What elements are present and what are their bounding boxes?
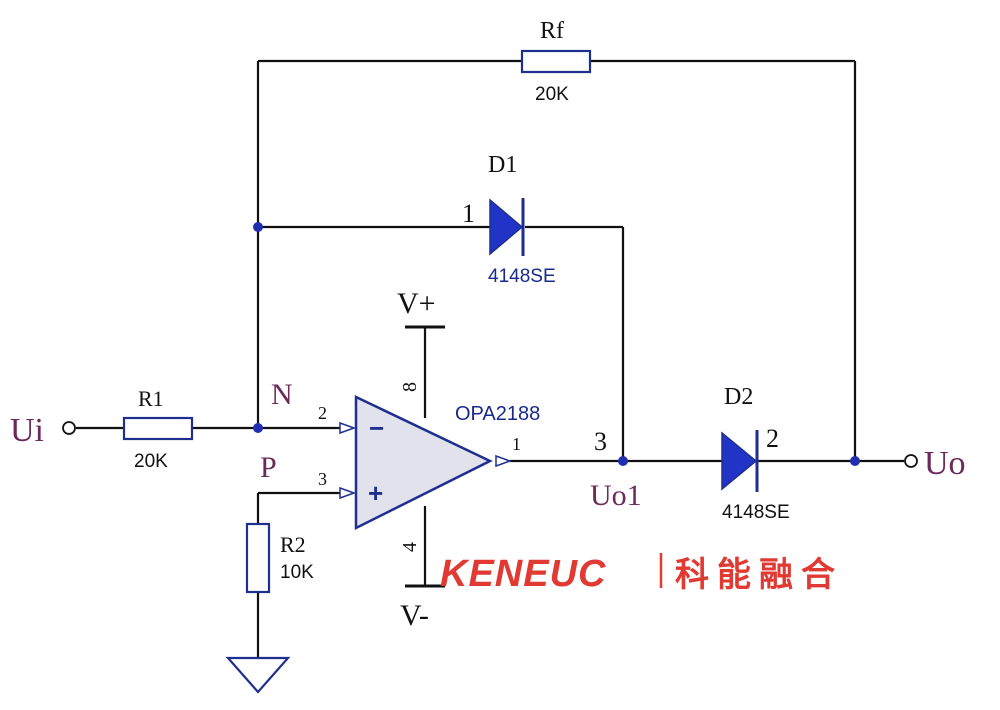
opamp-part-label: OPA2188 [455, 403, 540, 425]
r2-ref: R2 [280, 532, 306, 557]
opamp-pin-noninv: 3 [318, 469, 327, 489]
pin-arrows [339, 421, 513, 500]
junction-d1 [253, 222, 263, 232]
opamp-pin-vplus: 8 [399, 382, 421, 392]
r1-ref: R1 [138, 386, 164, 411]
d2-ref: D2 [724, 384, 753, 410]
brand-watermark: KENEUC 科能融合 [440, 553, 843, 595]
out-pin-arrow [495, 454, 513, 468]
resistor-r1: R1 20K [122, 386, 194, 472]
port-uo: Uo [904, 445, 966, 482]
ground-triangle [225, 656, 291, 694]
opamp-inv-sign: − [369, 413, 384, 443]
port-ui-terminal [62, 421, 76, 435]
junction-out [850, 456, 860, 466]
ground-symbol [225, 656, 291, 694]
opamp-body [354, 395, 493, 531]
port-ui: Ui [10, 412, 76, 449]
rail-vplus-label: V+ [397, 287, 436, 320]
d1-part: 4148SE [488, 266, 556, 287]
rf-body [520, 49, 592, 74]
opamp-pin-inv: 2 [318, 403, 327, 423]
inv-pin-arrow [339, 421, 357, 435]
r1-body [122, 416, 194, 441]
opamp-pin-out: 1 [512, 434, 521, 454]
d2-part: 4148SE [722, 502, 790, 523]
junctions [253, 222, 860, 466]
resistor-r2: R2 10K [245, 522, 314, 594]
opamp-noninv-sign: + [368, 478, 383, 508]
rail-vminus-label: V- [400, 599, 429, 632]
net-label-uo1: Uo1 [590, 479, 642, 512]
d1-pin: 1 [462, 199, 475, 228]
net-uo1-pin: 3 [594, 427, 607, 456]
d1-ref: D1 [488, 152, 517, 178]
brand-logo: KENEUC [440, 553, 606, 595]
r1-value: 20K [134, 451, 168, 472]
opamp-pin-vminus: 4 [399, 542, 421, 552]
r2-value: 10K [280, 562, 314, 583]
port-ui-label: Ui [10, 412, 44, 449]
d2-triangle [721, 431, 758, 491]
rf-ref: Rf [540, 18, 564, 44]
port-uo-label: Uo [924, 445, 966, 482]
r2-body [245, 522, 271, 594]
junction-n [253, 423, 263, 433]
net-label-p: P [260, 451, 277, 484]
resistor-rf: Rf 20K [520, 18, 592, 105]
rf-value: 20K [535, 84, 569, 105]
wires [76, 59, 904, 658]
d2-pin: 2 [766, 424, 779, 453]
diode-d1: D1 1 4148SE [462, 152, 556, 287]
junction-uo1 [618, 456, 628, 466]
noninv-pin-arrow [339, 486, 357, 500]
opamp: − + OPA2188 2 3 1 8 4 [318, 382, 540, 552]
net-label-n: N [271, 378, 293, 411]
diode-d2: D2 2 4148SE [721, 384, 790, 523]
d1-triangle [489, 198, 524, 256]
port-uo-terminal [904, 454, 918, 468]
brand-name: 科能融合 [675, 556, 843, 594]
